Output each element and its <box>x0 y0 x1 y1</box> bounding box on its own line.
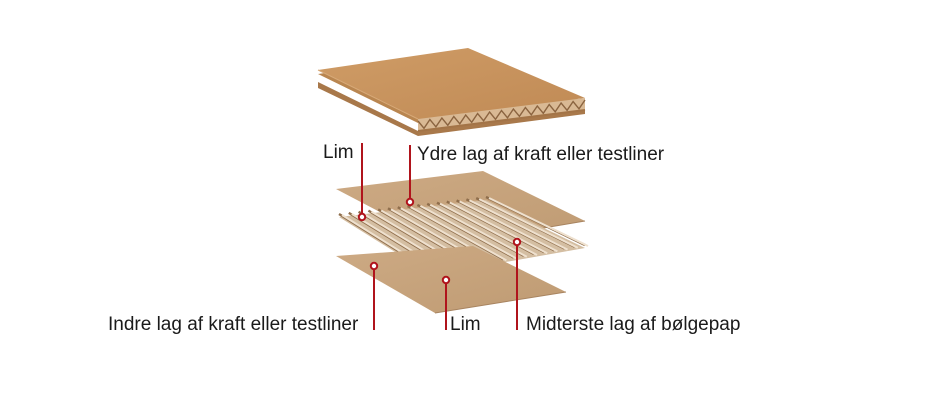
label-middle-layer: Midterste lag af bølgepap <box>526 314 741 335</box>
flute-highlight <box>449 201 548 255</box>
callout-dot-outer-layer <box>405 197 415 207</box>
flute-highlight <box>429 203 528 258</box>
flute-highlight <box>439 202 538 256</box>
callout-dot-inner-layer <box>369 261 379 271</box>
callout-lines <box>361 143 518 330</box>
flute-highlight <box>410 206 507 262</box>
flute-highlight <box>468 199 569 251</box>
callout-dot-glue-bottom <box>441 275 451 285</box>
flute-highlight <box>459 200 558 253</box>
label-inner-layer: Indre lag af kraft eller testliner <box>108 314 359 335</box>
callout-dot-middle-layer <box>512 237 522 247</box>
flute-highlight <box>488 197 589 247</box>
label-outer-layer: Ydre lag af kraft eller testliner <box>417 144 665 165</box>
label-glue-top: Lim <box>323 142 354 163</box>
inner-liner-sheet <box>336 246 566 313</box>
callout-dots <box>357 197 522 285</box>
callout-dot-glue-top <box>357 212 367 222</box>
label-glue-bottom: Lim <box>450 314 481 335</box>
assembled-board <box>317 48 586 136</box>
flute-highlight <box>478 198 579 249</box>
flute-highlight <box>419 205 518 260</box>
